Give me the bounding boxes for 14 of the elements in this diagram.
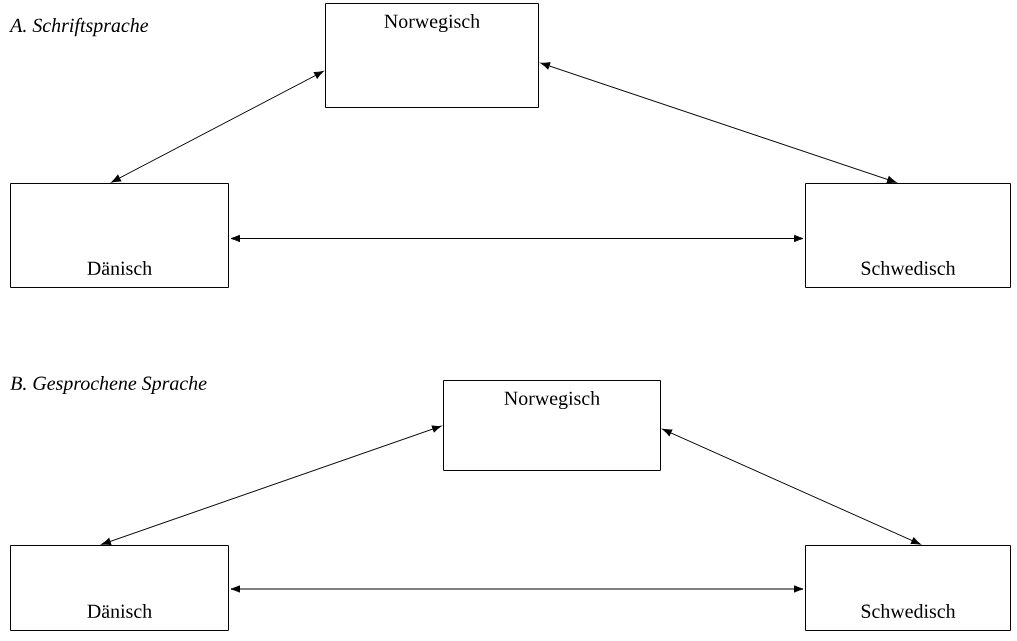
arrow xyxy=(662,428,921,545)
section-heading: B. Gesprochene Sprache xyxy=(10,375,207,394)
language-box: Dänisch xyxy=(10,545,229,631)
language-box: Schwedisch xyxy=(805,183,1011,288)
language-box: Norwegisch xyxy=(443,380,661,471)
language-box: Dänisch xyxy=(10,183,229,288)
section-heading: A. Schriftsprache xyxy=(9,17,149,37)
language-box: Norwegisch xyxy=(325,3,539,108)
arrow xyxy=(230,234,804,243)
arrow xyxy=(101,425,442,545)
arrow xyxy=(540,62,897,184)
arrow xyxy=(230,585,804,593)
arrow xyxy=(111,71,324,183)
language-box: Schwedisch xyxy=(805,545,1011,631)
